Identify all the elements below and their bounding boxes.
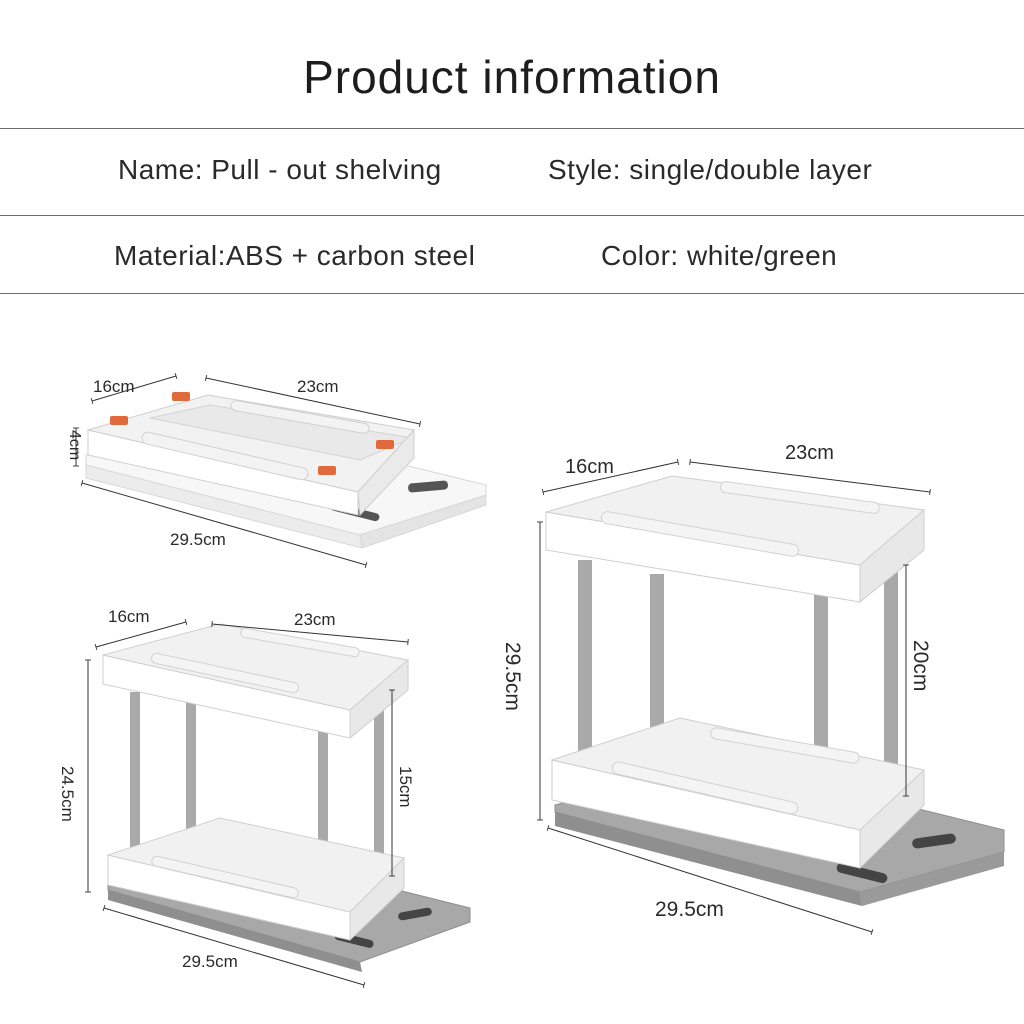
clip-icon	[376, 440, 394, 449]
single-length-label: 29.5cm	[170, 530, 226, 549]
clip-icon	[318, 466, 336, 475]
spec-name: Name: Pull - out shelving	[118, 154, 442, 185]
small-gap-label: 15cm	[396, 766, 415, 808]
small-depth-label: 16cm	[108, 607, 150, 626]
small-width-label: 23cm	[294, 610, 336, 629]
page-title: Product information	[303, 51, 721, 103]
clip-icon	[172, 392, 190, 401]
spec-material: Material:ABS + carbon steel	[114, 240, 476, 271]
spec-style: Style: single/double layer	[548, 154, 873, 185]
single-layer-shelf	[85, 392, 487, 549]
single-depth-label: 16cm	[93, 377, 135, 396]
divider-top	[0, 128, 1024, 129]
large-width-label: 23cm	[785, 442, 834, 464]
divider-middle	[0, 215, 1024, 216]
large-gap-label: 20cm	[909, 640, 932, 691]
large-length-label: 29.5cm	[655, 898, 724, 921]
small-height-label: 24.5cm	[58, 766, 77, 822]
large-depth-label: 16cm	[565, 456, 614, 478]
small-length-label: 29.5cm	[182, 952, 238, 971]
large-height-label: 29.5cm	[501, 642, 524, 711]
spec-color: Color: white/green	[601, 240, 838, 271]
single-height-label: 4cm	[66, 430, 83, 460]
clip-icon	[110, 416, 128, 425]
divider-bottom	[0, 293, 1024, 294]
double-large-shelf	[545, 475, 1005, 906]
single-width-label: 23cm	[297, 377, 339, 396]
